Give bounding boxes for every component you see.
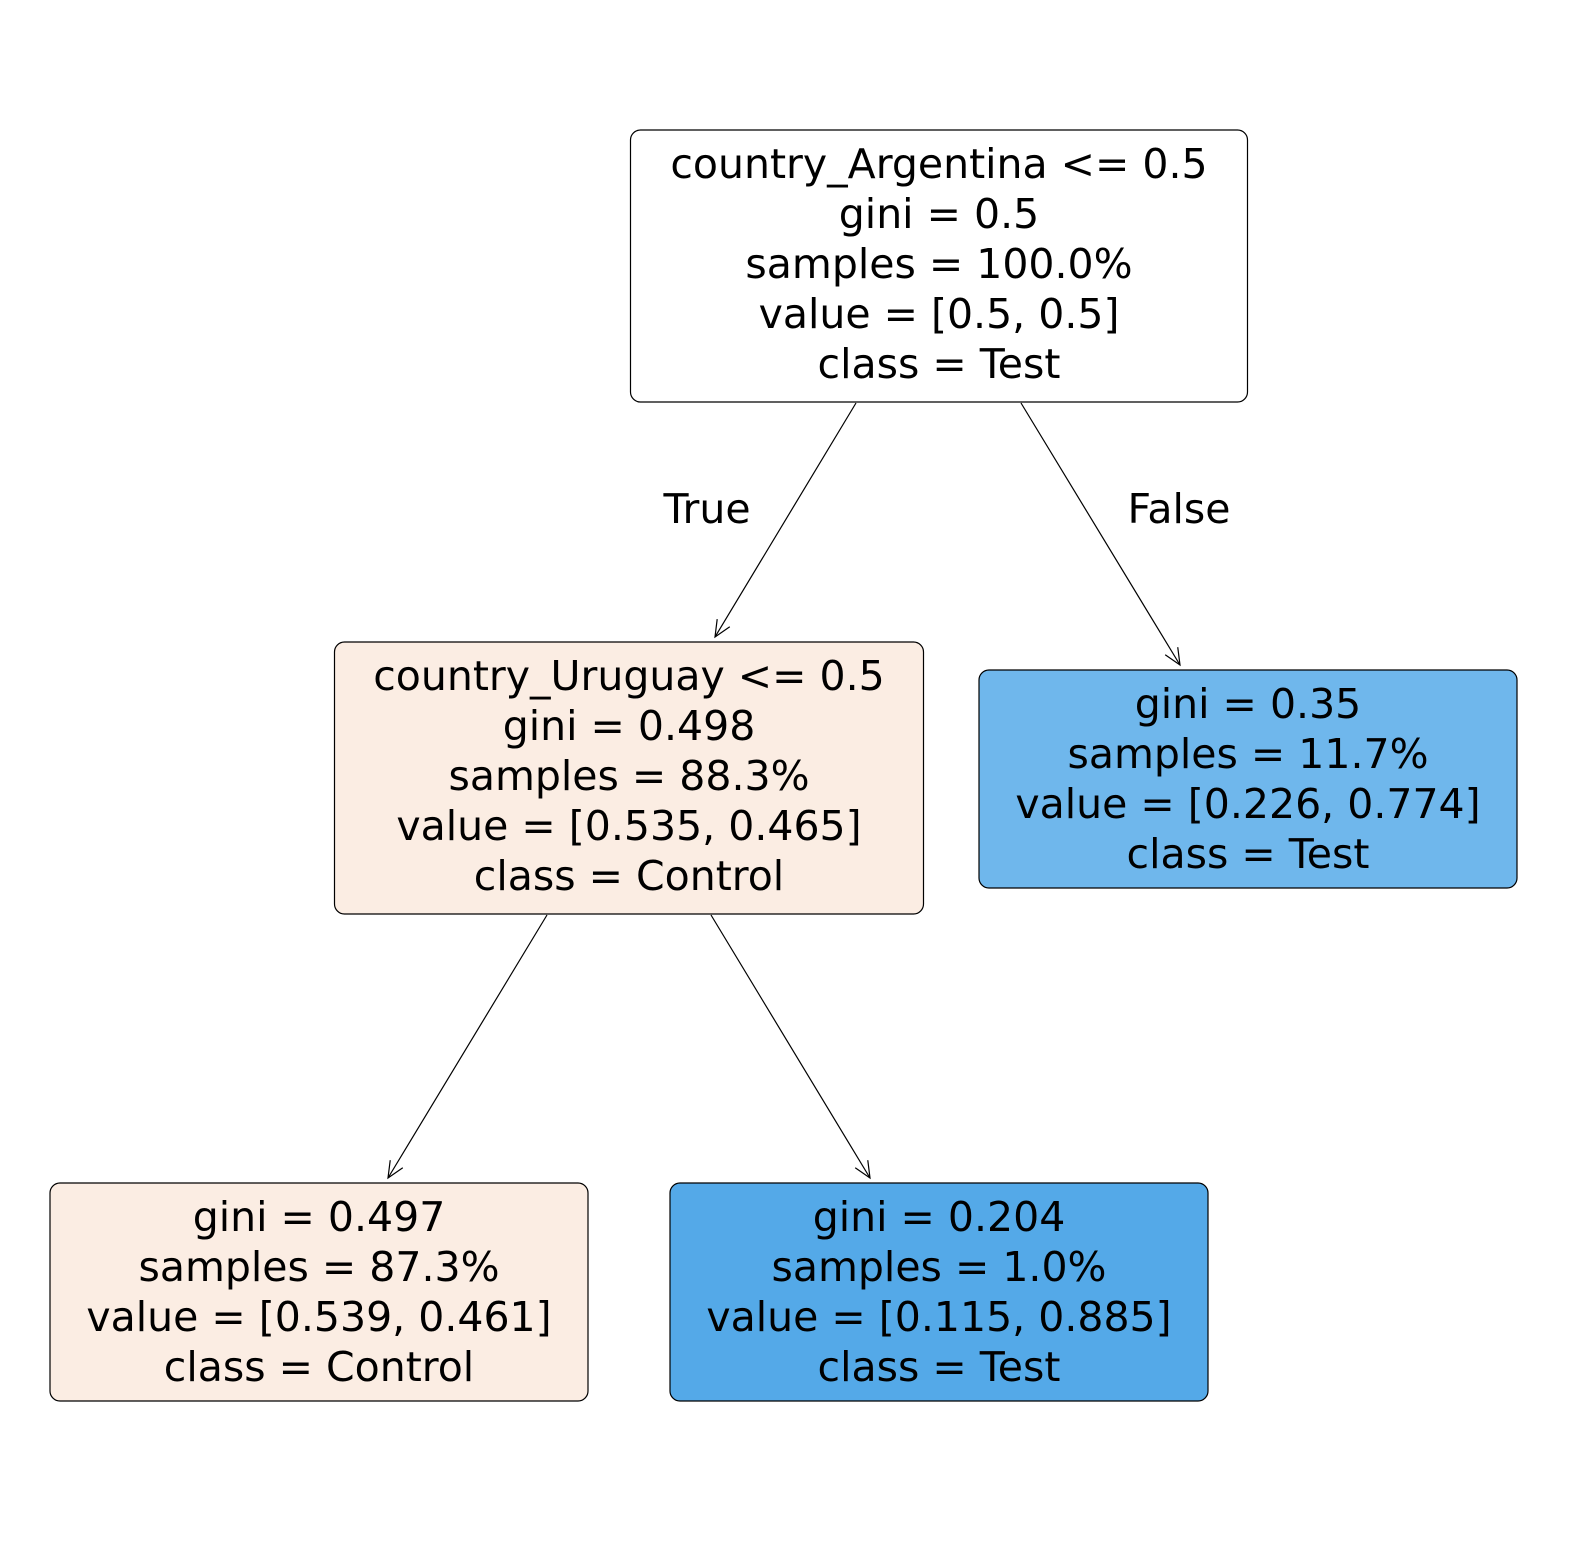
branch-label-true: True [662,485,750,533]
edge-left-to-left_right [710,914,871,1180]
edges-layer [387,402,1181,1180]
node-box [333,641,925,915]
node-line: value = [0.5, 0.5] [759,290,1120,338]
node-line: country_Argentina <= 0.5 [670,140,1207,188]
node-line: samples = 100.0% [745,240,1132,288]
edge-line [714,402,857,638]
node-box [629,129,1249,403]
node-box [49,1182,589,1402]
node-box [978,669,1518,889]
node-line: value = [0.226, 0.774] [1015,780,1480,828]
node-line: class = Test [1127,830,1370,878]
edge-line [387,914,548,1179]
node-line: gini = 0.498 [503,702,756,750]
edge-left-to-left_left [387,914,548,1180]
node-line: gini = 0.204 [813,1193,1066,1241]
node-line: samples = 87.3% [138,1243,499,1291]
node-line: samples = 1.0% [771,1243,1106,1291]
arrowhead-icon [1164,647,1181,667]
node-line: value = [0.539, 0.461] [86,1293,551,1341]
arrowhead-icon [387,1160,404,1180]
node-line: class = Control [474,852,784,900]
node-line: class = Test [818,340,1061,388]
arrowhead-icon [854,1160,871,1180]
node-line: value = [0.535, 0.465] [396,802,861,850]
edge-root-to-left [714,402,857,639]
node-line: country_Uruguay <= 0.5 [373,652,885,700]
node-line: samples = 88.3% [448,752,809,800]
node-line: samples = 11.7% [1067,730,1428,778]
node-line: class = Control [164,1343,474,1391]
edge-line [710,914,871,1179]
node-line: gini = 0.35 [1135,680,1362,728]
edge-line [1020,402,1181,666]
node-line: gini = 0.5 [839,190,1039,238]
node-line: gini = 0.497 [193,1193,446,1241]
arrowhead-icon [714,619,731,639]
node-line: class = Test [818,1343,1061,1391]
branch-label-false: False [1128,485,1231,533]
node-box [669,1182,1209,1402]
node-line: value = [0.115, 0.885] [706,1293,1171,1341]
edge-root-to-right [1020,402,1181,667]
